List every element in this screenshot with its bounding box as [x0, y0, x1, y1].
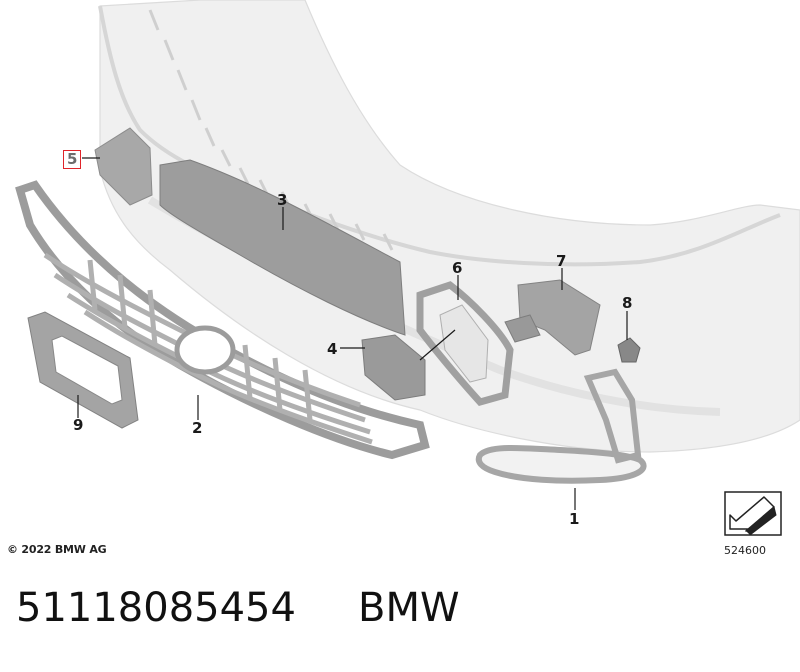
part-2-grille-emblem-opening	[174, 325, 236, 375]
callout-3[interactable]: 3	[277, 191, 288, 209]
bumper-exploded-diagram	[15, 0, 800, 510]
brand-name: BMW	[358, 585, 460, 631]
leader-lines	[77, 157, 628, 510]
part-1-surround	[475, 445, 647, 484]
callout-4[interactable]: 4	[327, 340, 338, 358]
bumper-cover	[99, 0, 800, 453]
part-8-clip	[617, 337, 641, 363]
part-1-upper-arm	[583, 368, 642, 464]
bumper-top-ribs	[148, 9, 394, 251]
copyright-text: © 2022 BMW AG	[7, 543, 107, 556]
part-number: 51118085454	[16, 585, 296, 631]
callout-5[interactable]: 5	[63, 150, 82, 169]
part-7-tab	[504, 314, 541, 343]
callout-8[interactable]: 8	[622, 294, 633, 312]
callout-6[interactable]: 6	[452, 259, 463, 277]
diagram-number: 524600	[724, 544, 766, 557]
arrow-diagram-icon[interactable]	[724, 491, 782, 536]
bumper-upper-edge	[98, 5, 781, 267]
part-4-panel	[361, 334, 426, 401]
part-3-trim-strip	[159, 159, 406, 336]
part-6-inner	[439, 304, 489, 383]
callout-9[interactable]: 9	[73, 416, 84, 434]
callout-7[interactable]: 7	[556, 252, 567, 270]
callout-1[interactable]: 1	[569, 510, 580, 528]
part-5-trim	[94, 127, 153, 206]
part-9-plate-window	[51, 335, 123, 405]
callout-2[interactable]: 2	[192, 419, 203, 437]
